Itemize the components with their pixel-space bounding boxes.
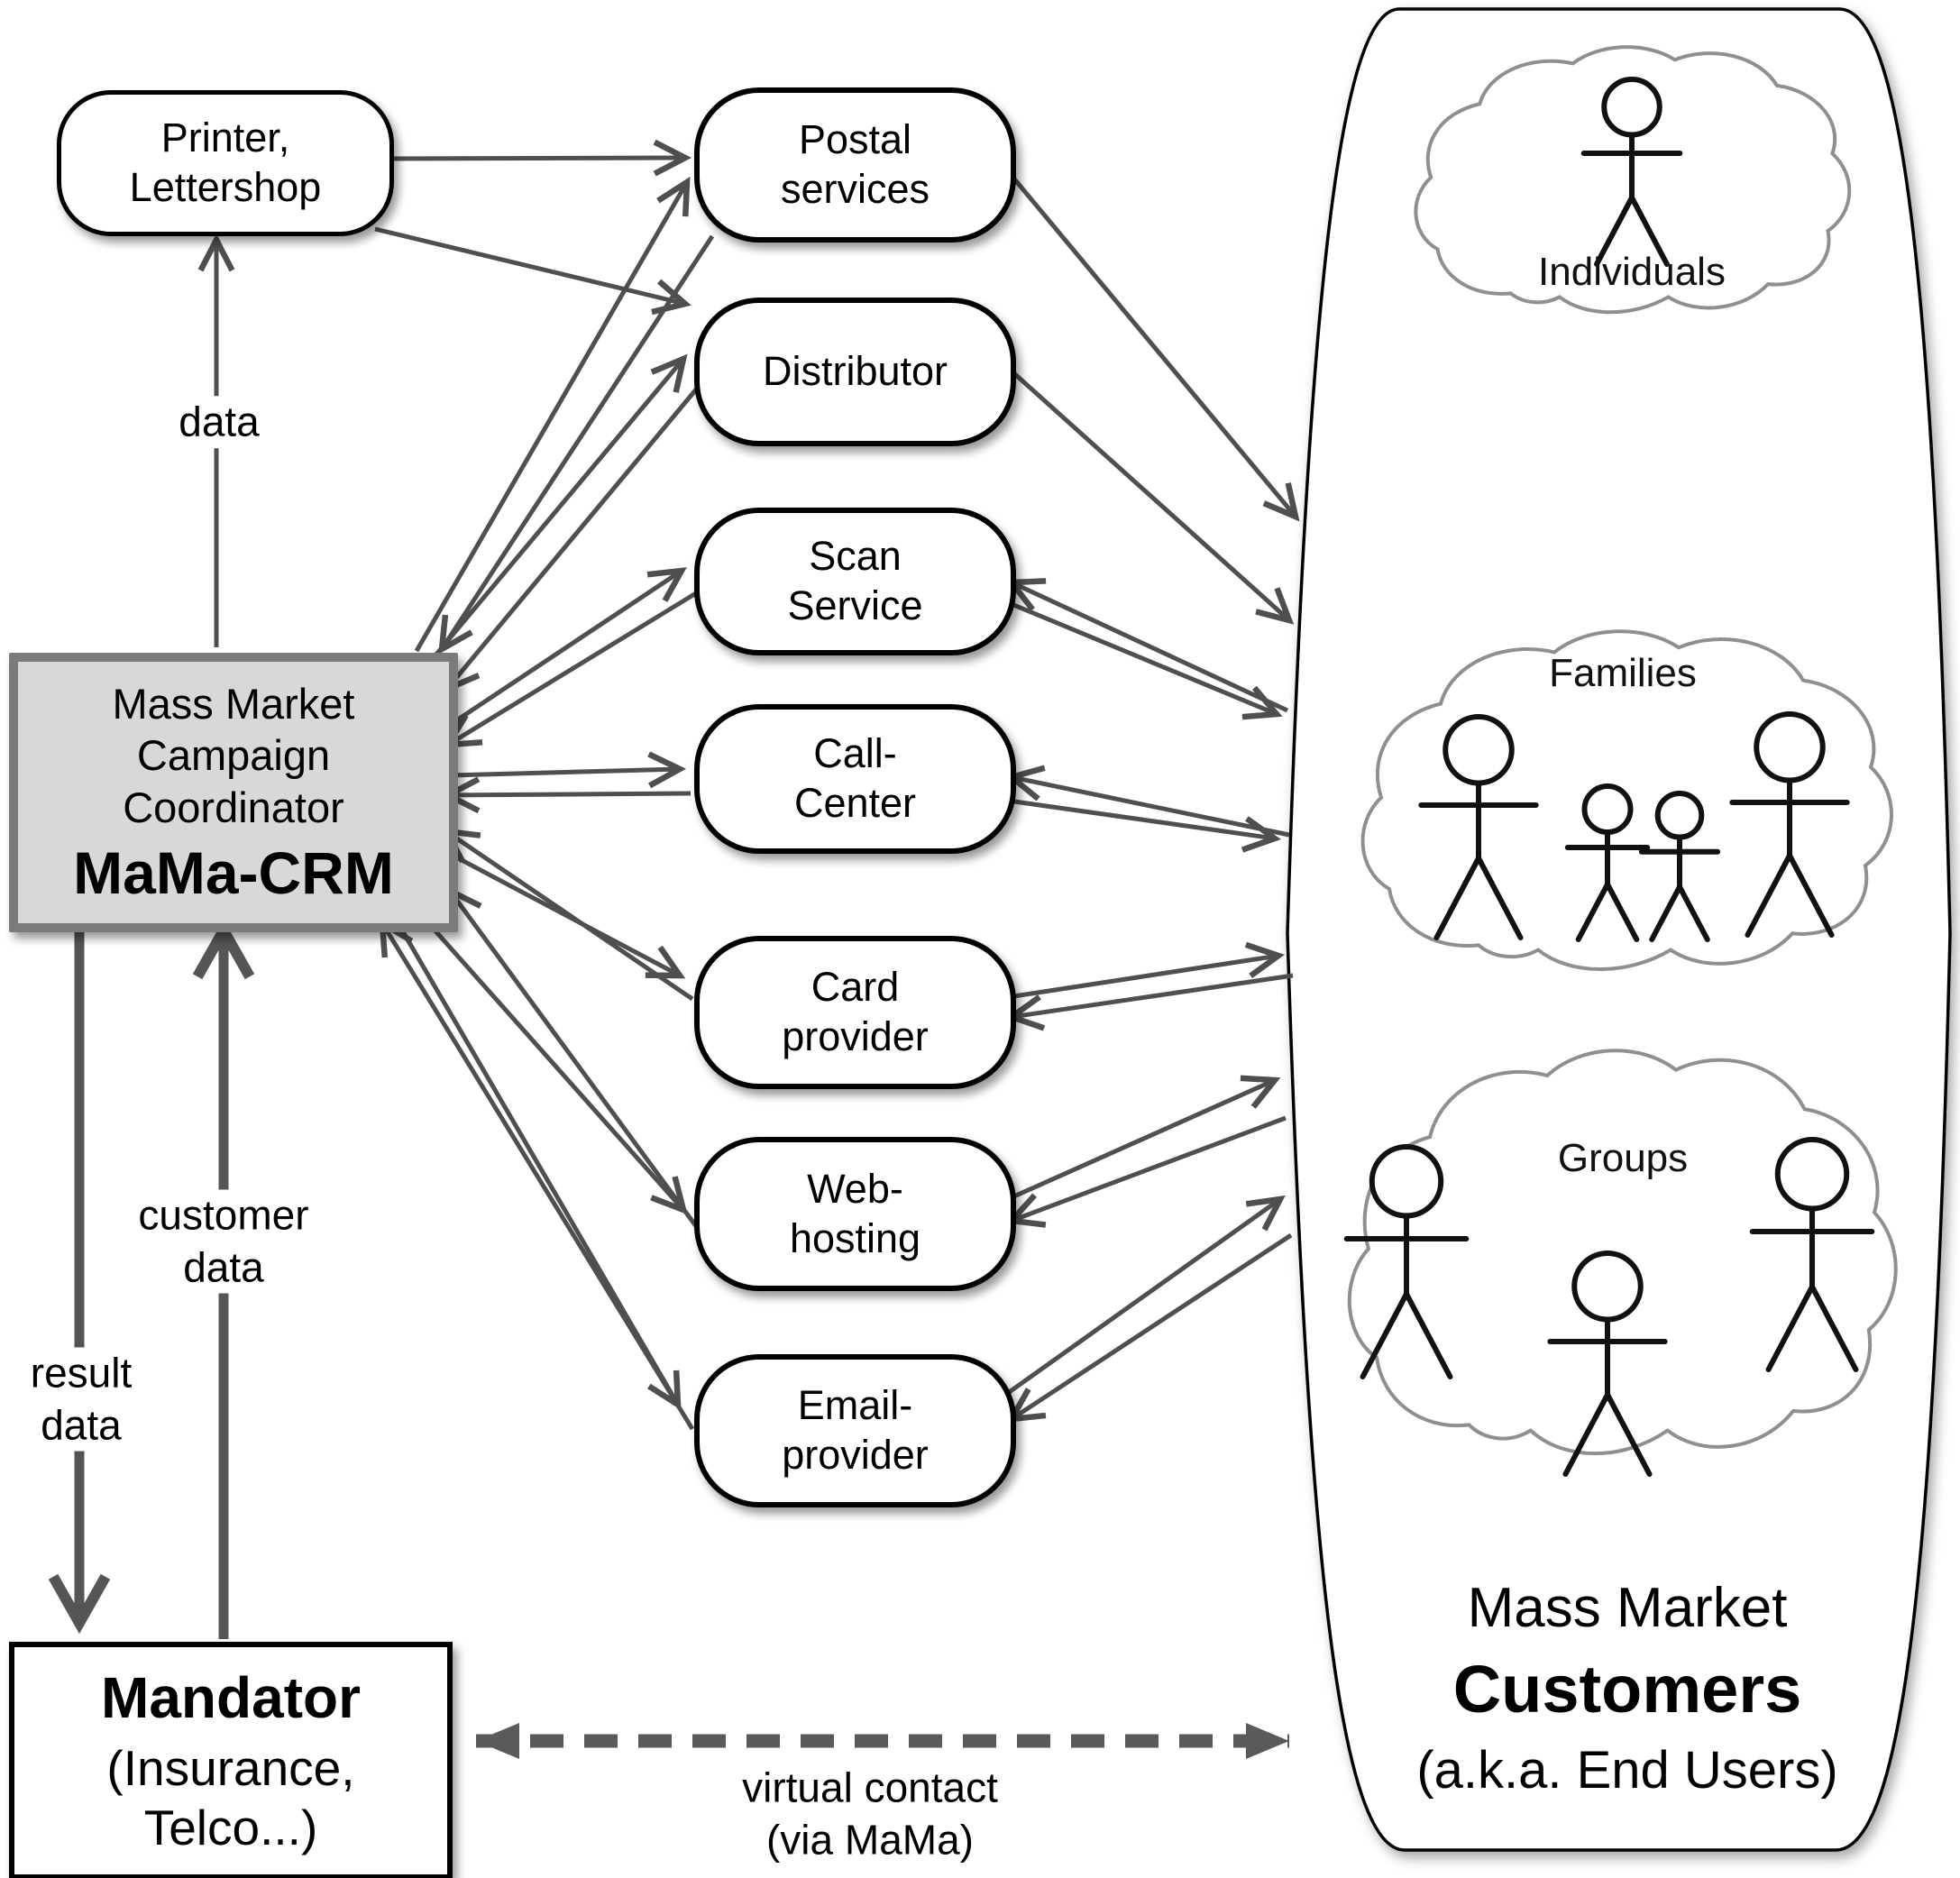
edge-email-to-customers	[1006, 1199, 1280, 1396]
edge-scan-to-customers	[1011, 601, 1277, 714]
edge-mama-to-callcenter	[447, 769, 680, 775]
mama-crm-title: Mass Market Campaign Coordinator	[112, 680, 355, 831]
customers-title-line2: Customers	[1452, 1651, 1802, 1727]
label-groups: Groups	[1557, 1136, 1689, 1180]
label-families: Families	[1549, 651, 1697, 695]
node-scan-service: Scan Service	[694, 508, 1016, 655]
edge-mama-to-scan	[445, 571, 682, 729]
edge-customers-to-web	[1012, 1115, 1287, 1221]
label-result-data: result data	[23, 1347, 140, 1452]
edge-callcenter-to-customers	[1007, 798, 1275, 838]
edge-printer-to-distributor	[374, 226, 685, 304]
edge-customers-to-card	[1012, 973, 1294, 1017]
mama-crm-name: MaMa-CRM	[73, 838, 394, 906]
node-distributor: Distributor	[694, 298, 1016, 446]
edge-mama-to-distributor	[424, 359, 683, 669]
edge-postal-to-mama	[442, 234, 715, 649]
edge-distributor-to-mama	[447, 388, 698, 689]
edge-scan-to-mama	[448, 591, 698, 745]
edge-mama-to-card	[446, 850, 680, 976]
edge-printer-to-postal	[387, 158, 685, 159]
label-virtual-contact: virtual contact (via MaMa)	[742, 1763, 998, 1864]
edge-callcenter-to-mama	[448, 793, 691, 795]
edge-mama-to-email	[392, 916, 678, 1405]
customers-title-line3: (a.k.a. End Users)	[1416, 1740, 1838, 1800]
node-mandator: Mandator (Insurance, Telco...)	[9, 1642, 453, 1878]
edge-email-to-mama	[382, 923, 695, 1431]
mandator-name: Mandator	[101, 1665, 361, 1730]
label-customer-data: customer data	[131, 1189, 316, 1294]
mandator-detail: (Insurance, Telco...)	[106, 1740, 355, 1855]
edge-card-to-customers	[1007, 956, 1278, 1000]
edge-web-to-mama	[450, 891, 699, 1228]
node-printer-lettershop: Printer, Lettershop	[57, 90, 394, 236]
edge-mama-to-web	[422, 916, 683, 1210]
edge-web-to-customers	[1006, 1080, 1275, 1202]
node-postal-services: Postal services	[694, 87, 1016, 243]
edge-customers-to-scan	[1012, 582, 1289, 713]
edge-customers-to-callcenter	[1012, 777, 1290, 838]
customers-title: Mass Market Customers (a.k.a. End Users)	[1393, 1571, 1862, 1809]
node-mama-crm: Mass Market Campaign Coordinator MaMa-CR…	[9, 653, 458, 932]
node-email-provider: Email- provider	[694, 1354, 1016, 1507]
edge-postal-to-customers	[1006, 169, 1296, 517]
edge-distributor-to-customers	[1006, 366, 1289, 620]
node-card-provider: Card provider	[694, 936, 1016, 1089]
label-individuals: Individuals	[1538, 250, 1726, 294]
node-call-center: Call- Center	[694, 704, 1016, 854]
label-data: data	[171, 396, 267, 448]
edge-mama-to-postal	[414, 182, 687, 653]
edge-customers-to-email	[1012, 1232, 1293, 1419]
edge-card-to-mama	[446, 831, 694, 1002]
customers-title-line1: Mass Market	[1467, 1577, 1788, 1639]
node-web-hosting: Web- hosting	[694, 1137, 1016, 1291]
